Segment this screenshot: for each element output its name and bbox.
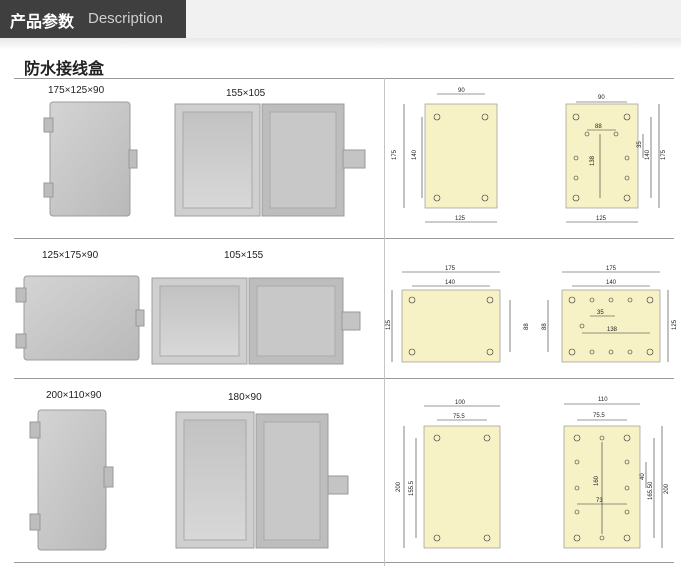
dim-r1r-right-a: 35 — [637, 141, 643, 148]
row1-drawing-left: 90 175 140 125 — [392, 88, 498, 223]
dim-r1r-bottom: 125 — [596, 216, 607, 222]
dim-r2r-small: 35 — [597, 310, 604, 316]
dim-r2l-inner-top: 140 — [445, 280, 456, 286]
dim-r1l-inner: 140 — [412, 149, 418, 160]
row-divider-1 — [14, 238, 674, 239]
row2-open-box — [151, 277, 361, 365]
dim-r3r-center: 160 — [594, 475, 600, 486]
row3-open-box — [175, 411, 349, 549]
dim-r1r-inner-left: 138 — [590, 155, 596, 166]
dim-r3l-inner-top: 75.5 — [453, 414, 465, 420]
dim-r2r-inner-mid: 138 — [607, 327, 618, 333]
row1-drawing-right: 90 88 138 35 140 175 125 — [565, 95, 667, 223]
dim-r2l-top: 175 — [445, 266, 456, 272]
dim-r3l-left: 200 — [396, 481, 402, 492]
dim-r1r-right-c: 175 — [661, 149, 667, 160]
dim-r1r-inner-top: 88 — [595, 124, 602, 130]
header-subtitle: Description — [88, 10, 164, 27]
row3-closed-label: 200×110×90 — [46, 390, 102, 401]
dim-r3r-right-a: 40 — [640, 473, 646, 480]
dim-r1r-top: 90 — [598, 95, 605, 101]
dim-r3r-inner-top: 75.5 — [593, 413, 605, 419]
row1-closed-box — [43, 101, 138, 217]
dim-r2r-left: 88 — [542, 323, 548, 330]
row-divider-bottom — [14, 562, 674, 563]
row2-closed-label: 125×175×90 — [42, 250, 99, 261]
dim-r3l-top: 100 — [455, 400, 466, 406]
row2-drawing-left: 175 140 125 88 — [386, 266, 530, 363]
dim-r2r-top: 175 — [606, 266, 617, 272]
row3-drawing-left: 100 75.5 200 155.5 — [396, 400, 501, 549]
dim-r2l-right: 88 — [524, 323, 530, 330]
dim-r1l-bottom: 125 — [455, 216, 466, 222]
dim-r1l-top: 90 — [458, 88, 465, 94]
section-title: 防水接线盒 — [24, 59, 105, 78]
dim-r1r-right-b: 140 — [645, 149, 651, 160]
dim-r1l-left: 175 — [392, 149, 398, 160]
dim-r3l-inner-left: 155.5 — [409, 480, 415, 496]
row3-drawing-right: 110 75.5 160 73 40 165.50 200 — [563, 397, 670, 549]
row-divider-top — [14, 78, 674, 79]
row2-open-label: 105×155 — [224, 250, 264, 261]
row-divider-2 — [14, 378, 674, 379]
row1-closed-label: 175×125×90 — [48, 85, 105, 96]
row2-closed-box — [15, 275, 145, 361]
row2-drawing-right: 175 140 35 138 88 125 — [542, 266, 678, 363]
column-divider — [384, 78, 385, 566]
row3-closed-box — [29, 409, 114, 551]
dim-r3r-top: 110 — [598, 397, 608, 403]
row1-open-box — [174, 103, 366, 217]
row1-open-label: 155×105 — [226, 88, 266, 99]
row3-open-label: 180×90 — [228, 392, 262, 403]
dim-r2r-inner-top: 140 — [606, 280, 617, 286]
dim-r2r-right: 125 — [672, 319, 678, 330]
dim-r3r-mid: 73 — [596, 498, 603, 504]
dim-r2l-left: 125 — [386, 319, 392, 330]
header-tab: 产品参数 Description — [0, 0, 186, 38]
dim-r3r-right-b: 165.50 — [648, 481, 654, 500]
dim-r3r-right-c: 200 — [664, 483, 670, 494]
header-shadow — [0, 38, 681, 50]
header-title: 产品参数 — [10, 12, 75, 31]
